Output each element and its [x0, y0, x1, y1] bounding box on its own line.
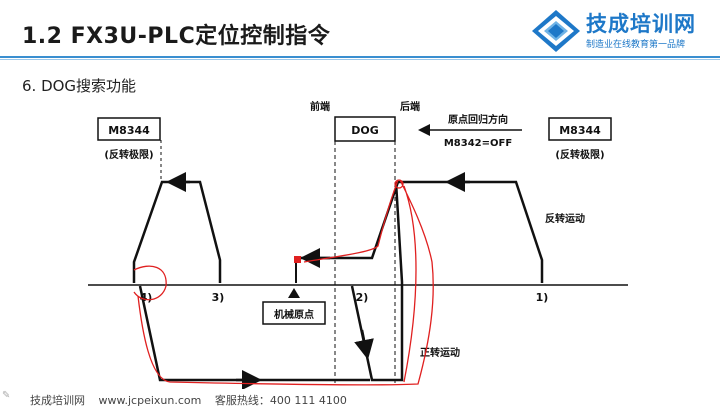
bottom-path [138, 285, 370, 382]
left-limit-label: M8344 [108, 124, 150, 137]
settings-icon[interactable]: ✎ [2, 390, 11, 401]
footer-info: 技成培训网 www.jcpeixun.com 客服热线：400 111 4100 [30, 392, 357, 408]
rear-end-label: 后端 [400, 100, 420, 113]
point-4-label: 4) [140, 291, 153, 304]
forward-motion-label: 正转运动 [420, 346, 460, 359]
footer-bar [0, 389, 720, 405]
title-divider [0, 56, 720, 58]
left-limit-path [132, 180, 222, 283]
brand-slogan: 制造业在线教育第一品牌 [586, 40, 686, 50]
point-1-label: 1) [536, 291, 549, 304]
front-end-label: 前端 [310, 100, 330, 113]
origin-label: 机械原点 [274, 308, 314, 321]
origin-marker [294, 256, 301, 263]
brand-name: 技成培训网 [586, 12, 696, 36]
annotation-circle [394, 179, 404, 189]
diamond-logo-icon [532, 10, 580, 52]
brand-logo: 技成培训网 制造业在线教育第一品牌 [528, 8, 718, 54]
title-divider-light [0, 59, 720, 60]
point-2-label: 2) [356, 291, 369, 304]
origin-box [262, 301, 326, 325]
footer-url[interactable]: www.jcpeixun.com [98, 394, 202, 407]
forward-path-arrow [354, 329, 374, 360]
left-limit-caption: (反转极限) [104, 148, 153, 161]
footer-hotline: 客服热线：400 111 4100 [214, 394, 347, 407]
hand-annotation [133, 179, 434, 386]
right-limit-caption: (反转极限) [555, 148, 604, 161]
dog-label: DOG [351, 124, 379, 137]
page-title: 1.2 FX3U-PLC定位控制指令 [22, 24, 331, 49]
reverse-motion-label: 反转运动 [545, 212, 585, 225]
footer-brand: 技成培训网 [30, 394, 85, 407]
direction-flag: M8342=OFF [444, 138, 512, 149]
section-subtitle: 6. DOG搜索功能 [22, 77, 137, 95]
left-limit-box [97, 117, 161, 141]
right-limit-label: M8344 [559, 124, 601, 137]
dog-box [334, 116, 396, 142]
dog-return-path [296, 181, 400, 260]
right-limit-box [548, 117, 612, 141]
direction-title: 原点回归方向 [448, 113, 508, 126]
origin-triangle-icon [288, 288, 300, 298]
point-3-label: 3) [212, 291, 225, 304]
reverse-path [398, 180, 544, 283]
